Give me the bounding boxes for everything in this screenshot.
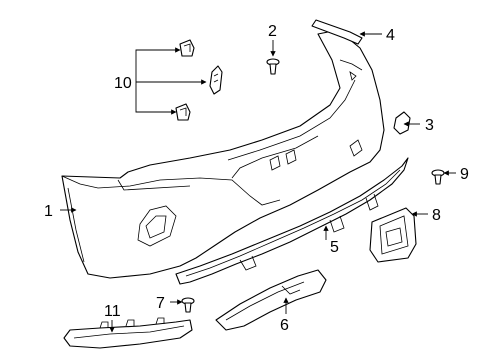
callout-6: 6	[280, 317, 289, 334]
upper-strip	[311, 19, 363, 45]
clip-bottom	[175, 103, 191, 121]
clip-top	[179, 39, 195, 57]
callout-3: 3	[425, 117, 434, 134]
callout-10: 10	[114, 75, 132, 92]
reflector	[63, 317, 193, 349]
callout-4: 4	[386, 27, 395, 44]
side-bracket	[393, 111, 411, 135]
screw-7	[181, 297, 195, 313]
callout-8: 8	[432, 207, 441, 224]
screw-9	[431, 169, 445, 185]
bumper-cover	[61, 29, 385, 279]
screw-2	[266, 58, 280, 75]
clip-middle	[209, 65, 223, 95]
diffuser	[175, 157, 409, 285]
callout-2: 2	[268, 23, 277, 40]
lower-trim	[215, 269, 327, 331]
callout-9: 9	[460, 166, 469, 183]
callout-7: 7	[156, 295, 165, 312]
callout-1: 1	[44, 203, 53, 220]
callout-11: 11	[104, 303, 121, 320]
license-bracket	[369, 207, 417, 263]
callout-5: 5	[330, 239, 339, 256]
leader-lines	[60, 31, 456, 333]
